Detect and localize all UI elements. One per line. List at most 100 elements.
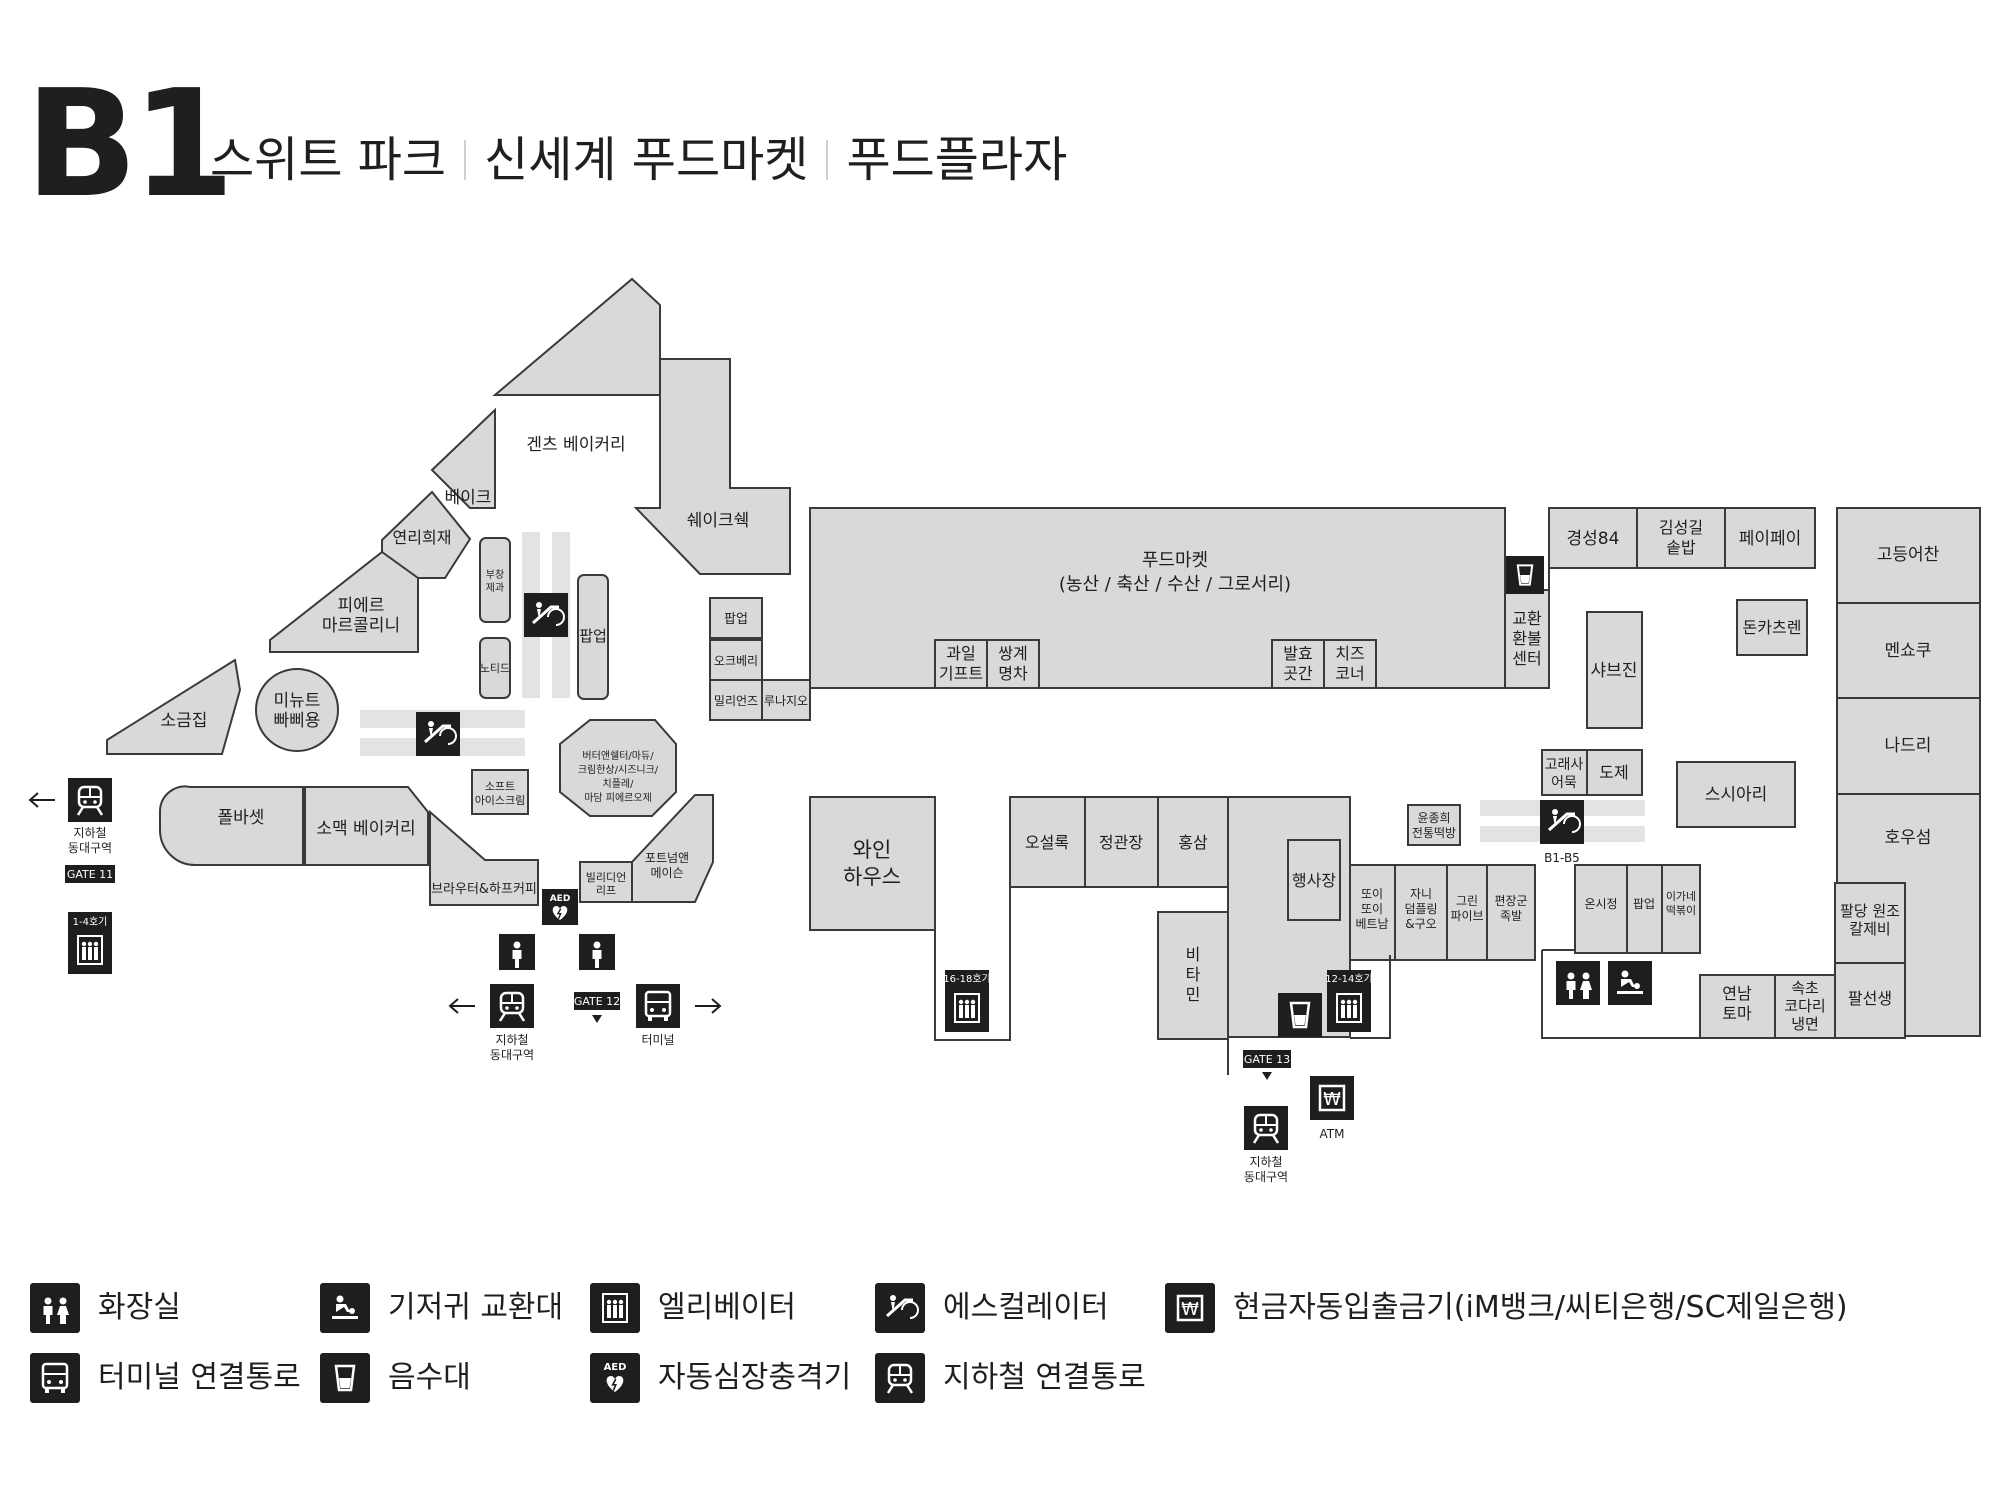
store-oakberry[interactable] — [709, 639, 763, 681]
label-brauter: 브라우터&하프커피 — [431, 882, 537, 897]
label-gorae-2: 어묵 — [1551, 775, 1577, 791]
store-balhyo[interactable] — [1271, 639, 1325, 689]
store-fortnum[interactable] — [631, 794, 714, 903]
store-exchange-center[interactable] — [1504, 589, 1550, 689]
restroom-icon — [30, 1283, 80, 1333]
gate-11-label[interactable]: GATE 11 — [67, 868, 113, 881]
water-fountain-icon[interactable] — [1506, 556, 1544, 594]
store-peipei[interactable] — [1724, 507, 1816, 569]
store-runa[interactable] — [761, 679, 811, 721]
legend-item: 지하철 연결통로 — [875, 1352, 1146, 1404]
store-yunjong[interactable] — [1407, 804, 1461, 846]
store-sushi[interactable] — [1676, 761, 1796, 828]
label-igane-2: 떡볶이 — [1666, 904, 1696, 917]
escalator-icon[interactable] — [1540, 800, 1584, 844]
store-minute-papillon[interactable] — [255, 668, 339, 752]
store-paul-bassett[interactable] — [159, 785, 304, 866]
store-donkatsu[interactable] — [1736, 599, 1808, 656]
label-millions: 밀리언즈 — [714, 694, 758, 708]
store-wine-house[interactable] — [809, 796, 936, 931]
label-softcream-2: 아이스크림 — [475, 794, 526, 807]
subway-icon[interactable] — [68, 778, 112, 822]
store-notid[interactable] — [479, 637, 511, 699]
store-billy[interactable] — [579, 861, 633, 903]
store-bake[interactable] — [430, 407, 496, 509]
label-vitamin-1: 비 — [1186, 945, 1201, 964]
store-bujang[interactable] — [479, 537, 511, 623]
store-butter-group[interactable] — [559, 719, 677, 817]
store-popup-small[interactable] — [709, 597, 763, 639]
label-sogeum: 소금집 — [161, 711, 208, 731]
store-onsijeong[interactable] — [1574, 864, 1628, 954]
label-ttoi-2: 또이 — [1361, 902, 1383, 916]
store-pierre-marcolini[interactable] — [269, 550, 419, 653]
store-palseonsaeng[interactable] — [1834, 962, 1906, 1039]
label-event: 행사장 — [1292, 871, 1336, 890]
legend-label: 에스컬레이터 — [943, 1290, 1109, 1325]
store-gents-bakery[interactable] — [492, 277, 661, 396]
label-palseon: 팔선생 — [1848, 989, 1892, 1008]
store-menshoku[interactable] — [1836, 602, 1981, 699]
label-jani-2: 덤플링 — [1404, 902, 1437, 916]
escalator-icon[interactable] — [416, 712, 460, 756]
label-popup-right: 팝업 — [1633, 897, 1655, 911]
elevator-icon[interactable] — [945, 970, 989, 1032]
atm-icon[interactable]: ₩ — [1310, 1076, 1354, 1120]
store-godeung[interactable] — [1836, 507, 1981, 604]
store-ttoi[interactable] — [1349, 864, 1396, 961]
store-sogeum[interactable] — [106, 658, 242, 755]
water-fountain-icon[interactable] — [1278, 993, 1322, 1037]
legend-label: 음수대 — [388, 1360, 471, 1395]
label-butter-3: 치플레/ — [603, 778, 635, 790]
elevator-icon[interactable] — [1327, 970, 1371, 1032]
store-millions[interactable] — [709, 679, 763, 721]
aed-icon[interactable]: AED — [542, 889, 578, 925]
label-jeonggwan: 정관장 — [1099, 833, 1143, 852]
store-popup-center[interactable] — [577, 574, 609, 700]
store-hongsam[interactable] — [1157, 796, 1229, 888]
store-event-hall[interactable] — [1287, 839, 1341, 921]
label-bake: 베이크 — [445, 488, 492, 508]
subway-icon[interactable] — [1244, 1106, 1288, 1150]
label-yunjong-1: 윤종희 — [1417, 811, 1450, 825]
store-sokcho[interactable] — [1774, 974, 1836, 1039]
store-brauter[interactable] — [429, 809, 539, 906]
store-doje[interactable] — [1586, 749, 1643, 796]
restroom-icon[interactable] — [499, 934, 535, 970]
label-ssanggye-1: 쌍계 — [998, 644, 1027, 663]
store-paldang[interactable] — [1834, 882, 1906, 964]
store-nadri[interactable] — [1836, 697, 1981, 795]
store-shabujin[interactable] — [1586, 611, 1643, 729]
escalator-icon[interactable] — [524, 593, 568, 637]
restroom-icon[interactable] — [1556, 961, 1600, 1005]
label-bujang-2: 제과 — [486, 582, 504, 594]
label-yeonnam-1: 연남 — [1722, 984, 1752, 1003]
store-softcream[interactable] — [471, 769, 529, 815]
store-somac-bakery[interactable] — [304, 786, 429, 866]
zone-list: 스위트 파크 신세계 푸드마켓 푸드플라자 — [210, 130, 1067, 190]
store-shake-shack[interactable] — [633, 358, 791, 575]
subway-icon[interactable] — [490, 984, 534, 1028]
diaper-changing-icon[interactable] — [1608, 961, 1652, 1005]
subway-label: 지하철 — [1249, 1155, 1282, 1169]
store-igane[interactable] — [1661, 864, 1701, 954]
store-kimsunggil[interactable] — [1636, 507, 1726, 569]
gate-13-label[interactable]: GATE 13 — [1244, 1053, 1290, 1066]
facility-icons: ₩ AED — [68, 556, 1652, 1150]
store-pyeonjanggun[interactable] — [1486, 864, 1536, 961]
store-jeonggwanjang[interactable] — [1084, 796, 1159, 888]
store-foodmarket[interactable] — [809, 507, 1506, 689]
store-yeonnam[interactable] — [1699, 974, 1776, 1039]
label-jani-3: &구오 — [1405, 917, 1436, 931]
store-osulloc[interactable] — [1009, 796, 1086, 888]
store-jani[interactable] — [1394, 864, 1448, 961]
facility-labels: 지하철 동대구역 GATE 11 1-4호기 지하철 동대구역 터미널 GATE… — [65, 826, 1580, 1184]
subway-label: 동대구역 — [1244, 1170, 1288, 1184]
store-cheese[interactable] — [1323, 639, 1377, 689]
bus-terminal-icon[interactable] — [636, 984, 680, 1028]
zone-label: 푸드플라자 — [846, 132, 1068, 188]
restroom-icon[interactable] — [579, 934, 615, 970]
store-ssanggye[interactable] — [986, 639, 1040, 689]
label-nadri: 나드리 — [1885, 736, 1932, 756]
gate-12-label[interactable]: GATE 12 — [574, 995, 620, 1008]
